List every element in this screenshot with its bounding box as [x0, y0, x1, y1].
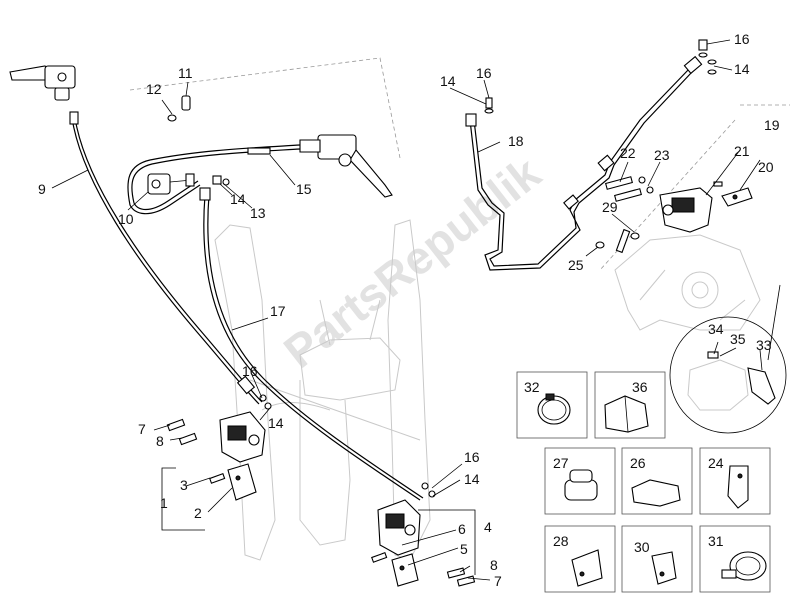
banjo-bolt-16-b: [698, 39, 717, 75]
detail-circle: [669, 284, 787, 434]
part-box-30: [621, 525, 693, 593]
washer-12: [167, 114, 177, 122]
brake-hose-15: [127, 144, 301, 215]
callout-5: 5: [460, 541, 468, 557]
callout-14-a: 14: [230, 191, 246, 207]
callout-16-c: 16: [242, 363, 258, 379]
callout-7-right: 7: [494, 573, 502, 589]
front-right-caliper: [377, 499, 421, 556]
brake-hose-17: [199, 175, 424, 501]
master-cylinder-group-outline: [129, 57, 401, 159]
callout-4: 4: [484, 519, 492, 535]
leader-lines: [51, 39, 763, 581]
callouts: 1 2 3 4 5 6 7 7 8 8 9 10 11 12 13 14 14 …: [38, 31, 780, 589]
part-box-26: [621, 447, 693, 515]
brake-hose-9: [69, 111, 263, 405]
swingarm-bracket: [614, 234, 761, 331]
callout-11: 11: [178, 65, 193, 81]
bolt-11: [181, 95, 191, 111]
callout-25: 25: [568, 257, 584, 273]
part-box-27: [544, 447, 616, 515]
callout-31: 31: [708, 533, 724, 549]
callout-17: 17: [270, 303, 286, 319]
callout-14-d: 14: [268, 415, 284, 431]
callout-36: 36: [632, 379, 648, 395]
callout-16-a: 16: [476, 65, 492, 81]
callout-13: 13: [250, 205, 266, 221]
rear-caliper: [659, 187, 713, 233]
callout-33: 33: [756, 337, 772, 353]
left-brake-lever: [9, 65, 76, 101]
bracket-1: [161, 467, 205, 531]
callout-1: 1: [160, 495, 168, 511]
callout-14-e: 14: [464, 471, 480, 487]
callout-6: 6: [458, 521, 466, 537]
callout-15: 15: [296, 181, 312, 197]
bracket-4: [418, 509, 476, 575]
banjo-bolt-16-a: [484, 97, 494, 114]
bleed-screws-left: [259, 394, 272, 410]
part-box-28: [544, 525, 616, 593]
pin-25: [595, 241, 605, 249]
callout-8-right: 8: [490, 557, 498, 573]
callout-16-b: 16: [734, 31, 750, 47]
hose-junction-10: [147, 173, 195, 195]
callout-35: 35: [730, 331, 746, 347]
part-box-32: [516, 371, 588, 439]
callout-9: 9: [38, 181, 46, 197]
part-box-31: [699, 525, 771, 593]
callout-2: 2: [194, 505, 202, 521]
bolts-7-8-right: [446, 567, 476, 587]
brake-hose-18: [465, 55, 703, 271]
master-cylinder-right: [299, 134, 393, 198]
callout-21: 21: [734, 143, 750, 159]
callout-8-left: 8: [156, 433, 164, 449]
front-left-caliper: [219, 411, 266, 463]
callout-29: 29: [602, 199, 618, 215]
callout-14-b: 14: [440, 73, 456, 89]
callout-23: 23: [654, 147, 670, 163]
callout-27: 27: [553, 455, 569, 471]
callout-26: 26: [630, 455, 646, 471]
callout-14-c: 14: [734, 61, 750, 77]
callout-32: 32: [524, 379, 540, 395]
bleed-valve-29: [615, 228, 640, 254]
callout-34: 34: [708, 321, 724, 337]
pin-3-left: [209, 473, 226, 484]
brake-pad-2: [227, 463, 257, 501]
pin-3-right: [371, 552, 388, 563]
callout-12: 12: [146, 81, 162, 97]
callout-18: 18: [508, 133, 524, 149]
callout-30: 30: [634, 539, 650, 555]
part-box-24: [699, 447, 771, 515]
bleed-screws-right: [421, 482, 436, 498]
callout-16-d: 16: [464, 449, 480, 465]
callout-7-left: 7: [138, 421, 146, 437]
callout-3: 3: [180, 477, 188, 493]
callout-22: 22: [620, 145, 636, 161]
bolts-22-23: [604, 176, 654, 202]
bolts-7-8-left: [166, 418, 198, 446]
callout-24: 24: [708, 455, 724, 471]
callout-28: 28: [553, 533, 569, 549]
brake-pad-20: [721, 187, 753, 207]
callout-10: 10: [118, 211, 134, 227]
watermark: PartsRepublik: [274, 146, 550, 378]
callout-19: 19: [764, 117, 780, 133]
rear-caliper-group-outline: [599, 104, 790, 271]
callout-20: 20: [758, 159, 774, 175]
brake-pad-5: [391, 553, 419, 587]
part-box-36: [594, 371, 666, 439]
